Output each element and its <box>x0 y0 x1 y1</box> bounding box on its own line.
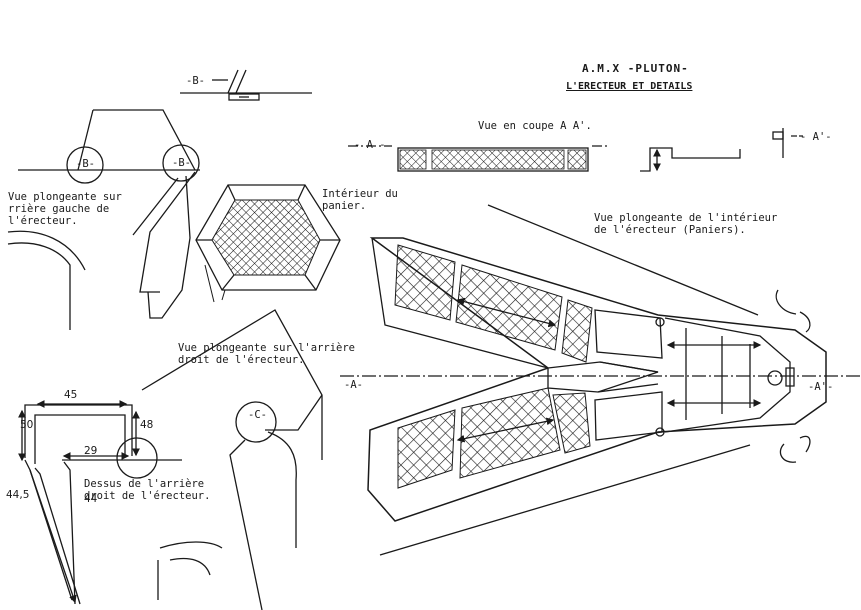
rear-right-top-drawing <box>18 400 182 605</box>
section-marker-a-prime: - A'- <box>800 131 832 143</box>
basket-interior-drawing <box>195 184 341 303</box>
drawing-subtitle: L'ERECTEUR ET DETAILS <box>566 81 693 92</box>
rear-left-caption: Vue plongeante sur rrière gauche de l'ér… <box>8 191 122 227</box>
rear-right-caption: Vue plongeante sur l'arrière droit de l'… <box>178 342 356 366</box>
detail-b-top-marker: -B- <box>186 75 205 87</box>
dimension-45: 45 <box>64 389 78 401</box>
detail-b-top-drawing <box>180 69 312 101</box>
detail-c-marker: -C- <box>248 409 267 421</box>
dimension-44: 44 <box>84 493 98 505</box>
section-view-caption: Vue en coupe A A'. <box>478 120 592 132</box>
basket-interior-caption: Intérieur du panier. <box>322 188 398 212</box>
dimension-50: 50 <box>20 419 34 431</box>
detail-b-right-marker: -B- <box>172 157 191 169</box>
rear-left-view-drawing <box>7 109 200 330</box>
top-rear-right-caption: Dessus de l'arrière droit de l'érecteur. <box>84 478 211 502</box>
rear-right-view-drawing <box>141 309 323 610</box>
detail-b-left-marker: -B- <box>76 158 95 170</box>
erector-interior-drawing <box>340 204 860 556</box>
drawing-title: A.M.X -PLUTON- <box>582 62 689 75</box>
dimension-29: 29 <box>84 445 98 457</box>
dimension-44-5: 44,5 <box>6 489 30 501</box>
section-aa-drawing <box>348 128 803 172</box>
axis-a-marker: -A- <box>344 379 363 391</box>
dimension-48: 48 <box>140 419 154 431</box>
section-marker-a: - A - <box>354 139 386 151</box>
erector-interior-caption: Vue plongeante de l'intérieur de l'érect… <box>594 212 778 236</box>
axis-a-prime-marker: -A'- <box>808 381 834 393</box>
